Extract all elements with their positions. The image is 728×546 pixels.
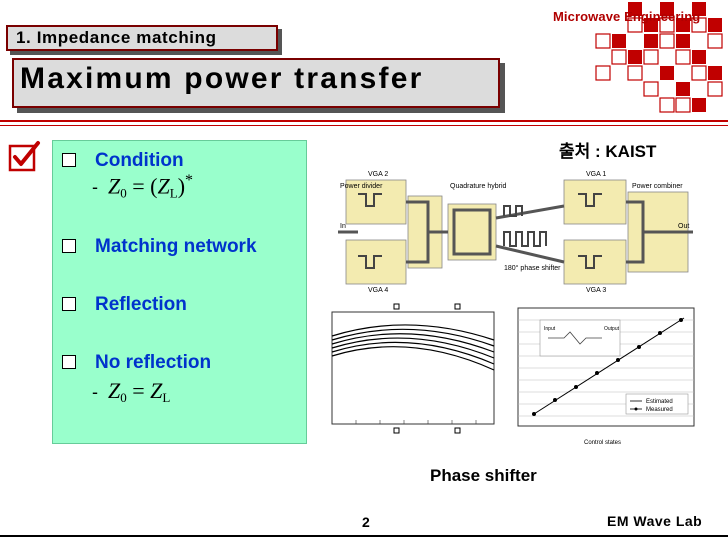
divider-line-thin — [0, 125, 728, 126]
circuit-label: 180° phase shifter — [504, 264, 561, 272]
circuit-layout-figure: VGA 2 VGA 1 Power divider Quadrature hyb… — [338, 166, 698, 296]
circuit-label: VGA 3 — [586, 287, 606, 294]
plot-xlabel: Control states — [584, 440, 621, 446]
bullet-label: Reflection — [95, 294, 187, 315]
bullet-no-reflection: No reflection — [62, 352, 211, 374]
circuit-label: Power divider — [340, 183, 383, 190]
square-bullet-icon — [62, 355, 78, 371]
bullet-condition: Condition — [62, 150, 184, 172]
figure-caption: Phase shifter — [430, 466, 537, 485]
divider-line — [0, 120, 728, 122]
course-title: Microwave Engineering — [553, 9, 701, 24]
circuit-label: Out — [678, 223, 689, 230]
square-bullet-icon — [62, 239, 78, 255]
footer-rule — [0, 535, 728, 537]
circuit-label: In — [340, 223, 346, 230]
phase-plot-figure: Input Output Estimated Measured Control … — [500, 300, 700, 452]
bullet-label: No reflection — [95, 352, 212, 373]
page-number: 2 — [362, 514, 370, 530]
content-panel — [52, 140, 307, 444]
legend-entry: Estimated — [646, 399, 673, 405]
gain-plot-figure — [310, 300, 500, 452]
circuit-label: VGA 1 — [586, 171, 606, 178]
bullet-reflection: Reflection — [62, 294, 187, 316]
checker-pattern — [595, 2, 723, 113]
checkbox-checked-icon — [8, 141, 40, 172]
bullet-matching-network: Matching network — [62, 236, 257, 258]
equation-no-reflection: -Z0 = ZL — [92, 378, 171, 405]
slide-title: Maximum power transfer — [20, 62, 424, 95]
title-box — [12, 58, 500, 108]
bullet-label: Condition — [95, 150, 184, 171]
circuit-label: VGA 4 — [368, 287, 388, 294]
circuit-label: Quadrature hybrid — [450, 183, 507, 190]
equation-condition: -Z0 = (ZL)* — [92, 172, 194, 201]
circuit-label: VGA 2 — [368, 171, 388, 178]
inset-label: Output — [604, 326, 620, 332]
section-tab: 1. Impedance matching — [6, 25, 278, 51]
lab-name: EM Wave Lab — [607, 513, 703, 529]
square-bullet-icon — [62, 153, 78, 169]
source-credit: 출처 : KAIST — [559, 142, 657, 161]
circuit-label: Power combiner — [632, 183, 683, 190]
inset-label: Input — [544, 326, 556, 332]
legend-entry: Measured — [646, 407, 673, 413]
bullet-label: Matching network — [95, 236, 257, 257]
square-bullet-icon — [62, 297, 78, 313]
